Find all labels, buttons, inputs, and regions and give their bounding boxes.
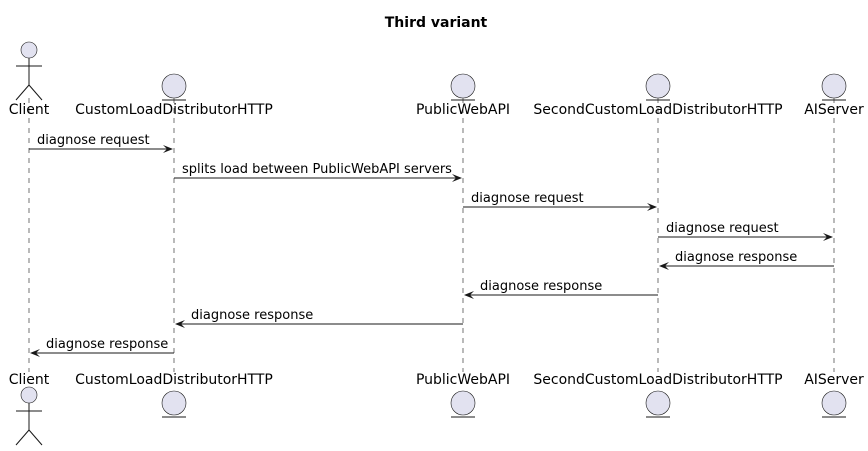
participant-ai-bottom[interactable]: AIServer	[804, 372, 864, 418]
arrowhead-icon	[464, 291, 474, 299]
participant-pwa-top[interactable]: PublicWebAPI	[416, 73, 510, 118]
participant-pwa-bottom[interactable]: PublicWebAPI	[416, 372, 510, 418]
participant-scld-top[interactable]: SecondCustomLoadDistributorHTTP	[533, 73, 783, 118]
message-2[interactable]: splits load between PublicWebAPI servers	[174, 162, 462, 182]
entity-circle	[450, 390, 476, 416]
entity-circle	[450, 73, 476, 99]
message-label: diagnose response	[675, 250, 797, 265]
arrowhead-icon	[175, 320, 185, 328]
participant-label: Client	[9, 372, 50, 388]
diagram-title: Third variant	[385, 15, 488, 31]
participant-label: AIServer	[804, 102, 864, 118]
participant-label: PublicWebAPI	[416, 102, 510, 118]
arrowhead-icon	[452, 174, 462, 182]
message-label: diagnose request	[471, 191, 584, 206]
participant-label: AIServer	[804, 372, 864, 388]
actor-head	[20, 386, 38, 404]
participant-label: SecondCustomLoadDistributorHTTP	[533, 372, 782, 388]
message-7[interactable]: diagnose response	[175, 308, 463, 328]
participant-cld-bottom[interactable]: CustomLoadDistributorHTTP	[75, 372, 273, 418]
message-4[interactable]: diagnose request	[658, 221, 833, 241]
participant-label: SecondCustomLoadDistributorHTTP	[533, 102, 782, 118]
entity-circle	[645, 390, 671, 416]
message-3[interactable]: diagnose request	[463, 191, 657, 211]
participant-cld-top[interactable]: CustomLoadDistributorHTTP	[75, 73, 273, 118]
participant-client-top[interactable]: Client	[9, 41, 50, 118]
participant-label: CustomLoadDistributorHTTP	[75, 372, 273, 388]
participant-scld-bottom[interactable]: SecondCustomLoadDistributorHTTP	[533, 372, 783, 418]
participant-client-bottom[interactable]: Client	[9, 372, 50, 446]
entity-circle	[161, 390, 187, 416]
actor-leg	[28, 84, 43, 101]
actor-leg	[15, 84, 30, 101]
message-8[interactable]: diagnose response	[30, 337, 174, 357]
message-label: diagnose request	[666, 221, 779, 236]
actor-leg	[28, 429, 43, 446]
entity-circle	[821, 390, 847, 416]
arrowhead-icon	[163, 145, 173, 153]
participant-label: CustomLoadDistributorHTTP	[75, 102, 273, 118]
participant-ai-top[interactable]: AIServer	[804, 73, 864, 118]
message-label: diagnose response	[46, 337, 168, 352]
participant-label: Client	[9, 102, 50, 118]
arrowhead-icon	[30, 349, 40, 357]
participant-label: PublicWebAPI	[416, 372, 510, 388]
message-1[interactable]: diagnose request	[29, 133, 173, 153]
message-label: diagnose response	[480, 279, 602, 294]
arrowhead-icon	[647, 203, 657, 211]
message-label: diagnose request	[37, 133, 150, 148]
message-5[interactable]: diagnose response	[659, 250, 834, 270]
entity-circle	[821, 73, 847, 99]
arrowhead-icon	[823, 233, 833, 241]
actor-head	[20, 41, 38, 59]
message-label: splits load between PublicWebAPI servers	[182, 162, 452, 177]
message-6[interactable]: diagnose response	[464, 279, 658, 299]
entity-circle	[645, 73, 671, 99]
arrowhead-icon	[659, 262, 669, 270]
entity-circle	[161, 73, 187, 99]
message-label: diagnose response	[191, 308, 313, 323]
actor-leg	[15, 429, 30, 446]
